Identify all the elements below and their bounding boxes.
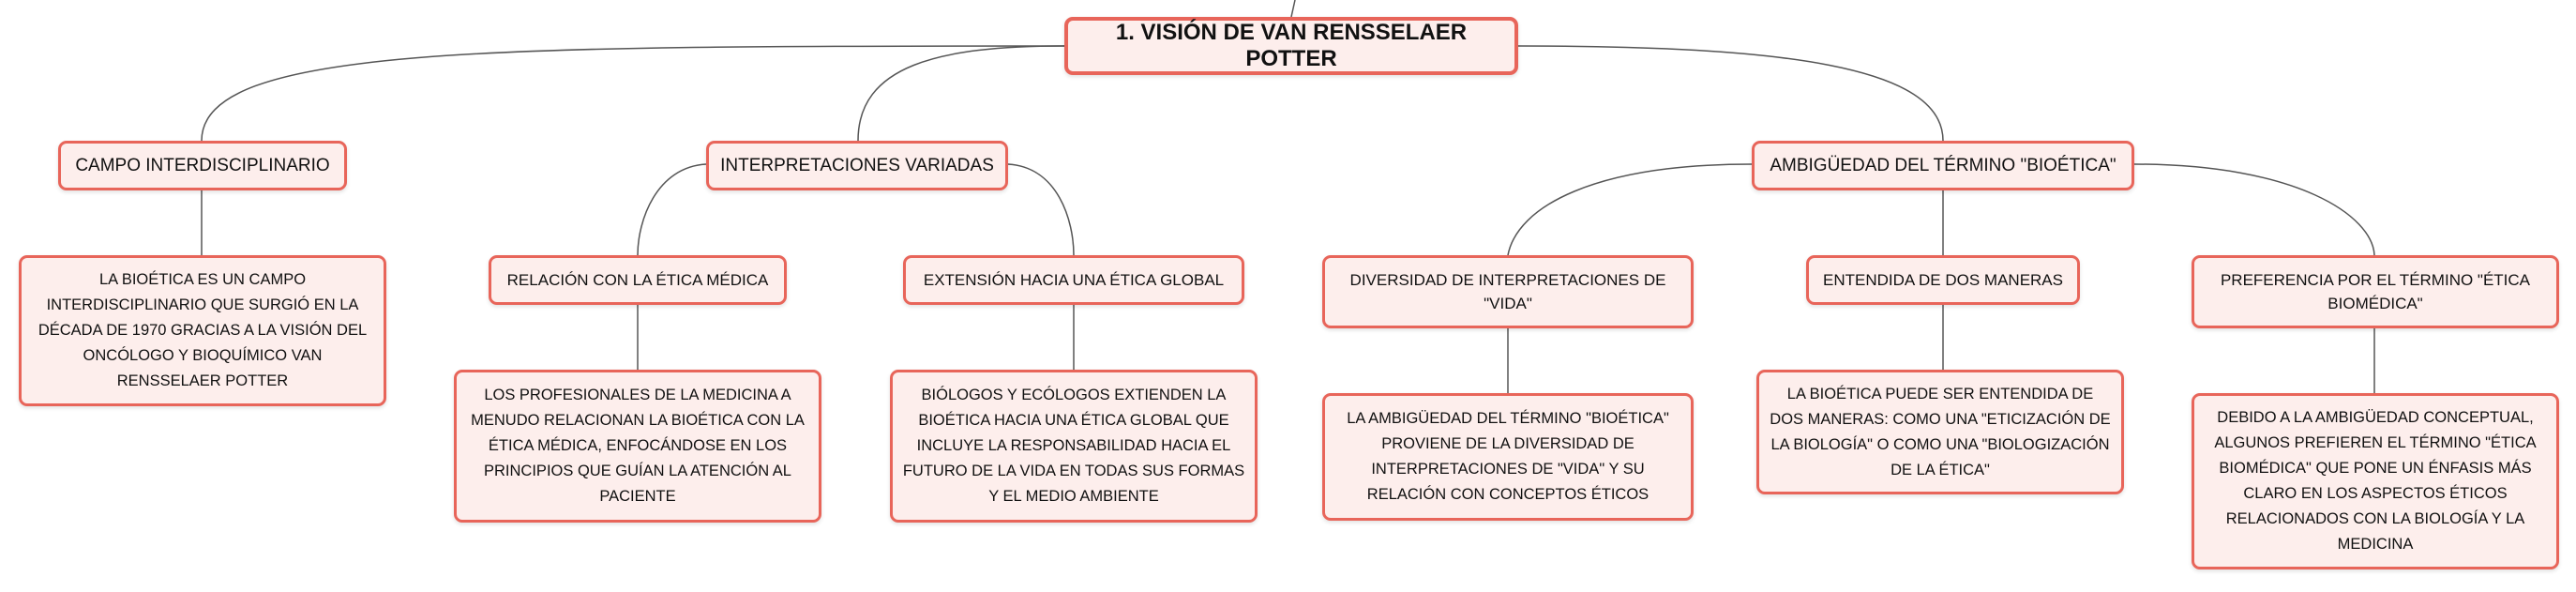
connector-interp-extension [1007,163,1075,256]
leaf-text: LA BIOÉTICA PUEDE SER ENTENDIDA DE DOS M… [1770,385,2111,478]
subtopic-label: DIVERSIDAD DE INTERPRETACIONES DE "VIDA" [1349,271,1666,312]
connector-root-campo [201,45,1065,142]
leaf-entendida-dos-maneras[interactable]: LA BIOÉTICA PUEDE SER ENTENDIDA DE DOS M… [1756,370,2124,494]
subtopic-entendida-dos-maneras[interactable]: ENTENDIDA DE DOS MANERAS [1806,255,2080,305]
connector-root-ambiguedad [1517,45,1944,142]
subtopic-preferencia-etica-biomedica[interactable]: PREFERENCIA POR EL TÉRMINO "ÉTICA BIOMÉD… [2192,255,2559,328]
connector-root-top [1290,0,1296,18]
topic-ambiguedad-termino[interactable]: AMBIGÜEDAD DEL TÉRMINO "BIOÉTICA" [1752,141,2134,190]
topic-label: CAMPO INTERDISCIPLINARIO [75,155,330,175]
leaf-text: LOS PROFESIONALES DE LA MEDICINA A MENUD… [471,387,805,505]
subtopic-label: RELACIÓN CON LA ÉTICA MÉDICA [506,271,769,289]
topic-label: AMBIGÜEDAD DEL TÉRMINO "BIOÉTICA" [1770,155,2117,175]
connector-root-interpretaciones [857,45,1065,142]
leaf-extension-etica-global[interactable]: BIÓLOGOS Y ECÓLOGOS EXTIENDEN LA BIOÉTIC… [890,370,1258,523]
root-topic-label: 1. VISIÓN DE VAN RENSSELAER POTTER [1115,20,1468,71]
subtopic-label: PREFERENCIA POR EL TÉRMINO "ÉTICA BIOMÉD… [2220,271,2531,312]
topic-interpretaciones-variadas[interactable]: INTERPRETACIONES VARIADAS [706,141,1008,190]
topic-label: INTERPRETACIONES VARIADAS [720,155,994,175]
root-topic[interactable]: 1. VISIÓN DE VAN RENSSELAER POTTER [1064,17,1518,75]
leaf-text: LA BIOÉTICA ES UN CAMPO INTERDISCIPLINAR… [38,271,368,389]
leaf-text: DEBIDO A LA AMBIGÜEDAD CONCEPTUAL, ALGUN… [2214,409,2537,553]
subtopic-extension-etica-global[interactable]: EXTENSIÓN HACIA UNA ÉTICA GLOBAL [903,255,1244,305]
connector-interp-relacion [637,163,707,256]
subtopic-label: EXTENSIÓN HACIA UNA ÉTICA GLOBAL [923,271,1225,289]
subtopic-diversidad-vida[interactable]: DIVERSIDAD DE INTERPRETACIONES DE "VIDA" [1322,255,1694,328]
leaf-text: BIÓLOGOS Y ECÓLOGOS EXTIENDEN LA BIOÉTIC… [902,387,1245,505]
leaf-campo-interdisciplinario[interactable]: LA BIOÉTICA ES UN CAMPO INTERDISCIPLINAR… [19,255,386,406]
leaf-text: LA AMBIGÜEDAD DEL TÉRMINO "BIOÉTICA" PRO… [1347,410,1669,503]
subtopic-label: ENTENDIDA DE DOS MANERAS [1823,271,2063,289]
leaf-diversidad-vida[interactable]: LA AMBIGÜEDAD DEL TÉRMINO "BIOÉTICA" PRO… [1322,393,1694,521]
topic-campo-interdisciplinario[interactable]: CAMPO INTERDISCIPLINARIO [58,141,347,190]
subtopic-relacion-etica-medica[interactable]: RELACIÓN CON LA ÉTICA MÉDICA [489,255,787,305]
leaf-preferencia-etica-biomedica[interactable]: DEBIDO A LA AMBIGÜEDAD CONCEPTUAL, ALGUN… [2192,393,2559,569]
connector-amb-diversidad [1507,163,1753,256]
leaf-relacion-etica-medica[interactable]: LOS PROFESIONALES DE LA MEDICINA A MENUD… [454,370,821,523]
connector-amb-preferencia [2133,163,2375,256]
